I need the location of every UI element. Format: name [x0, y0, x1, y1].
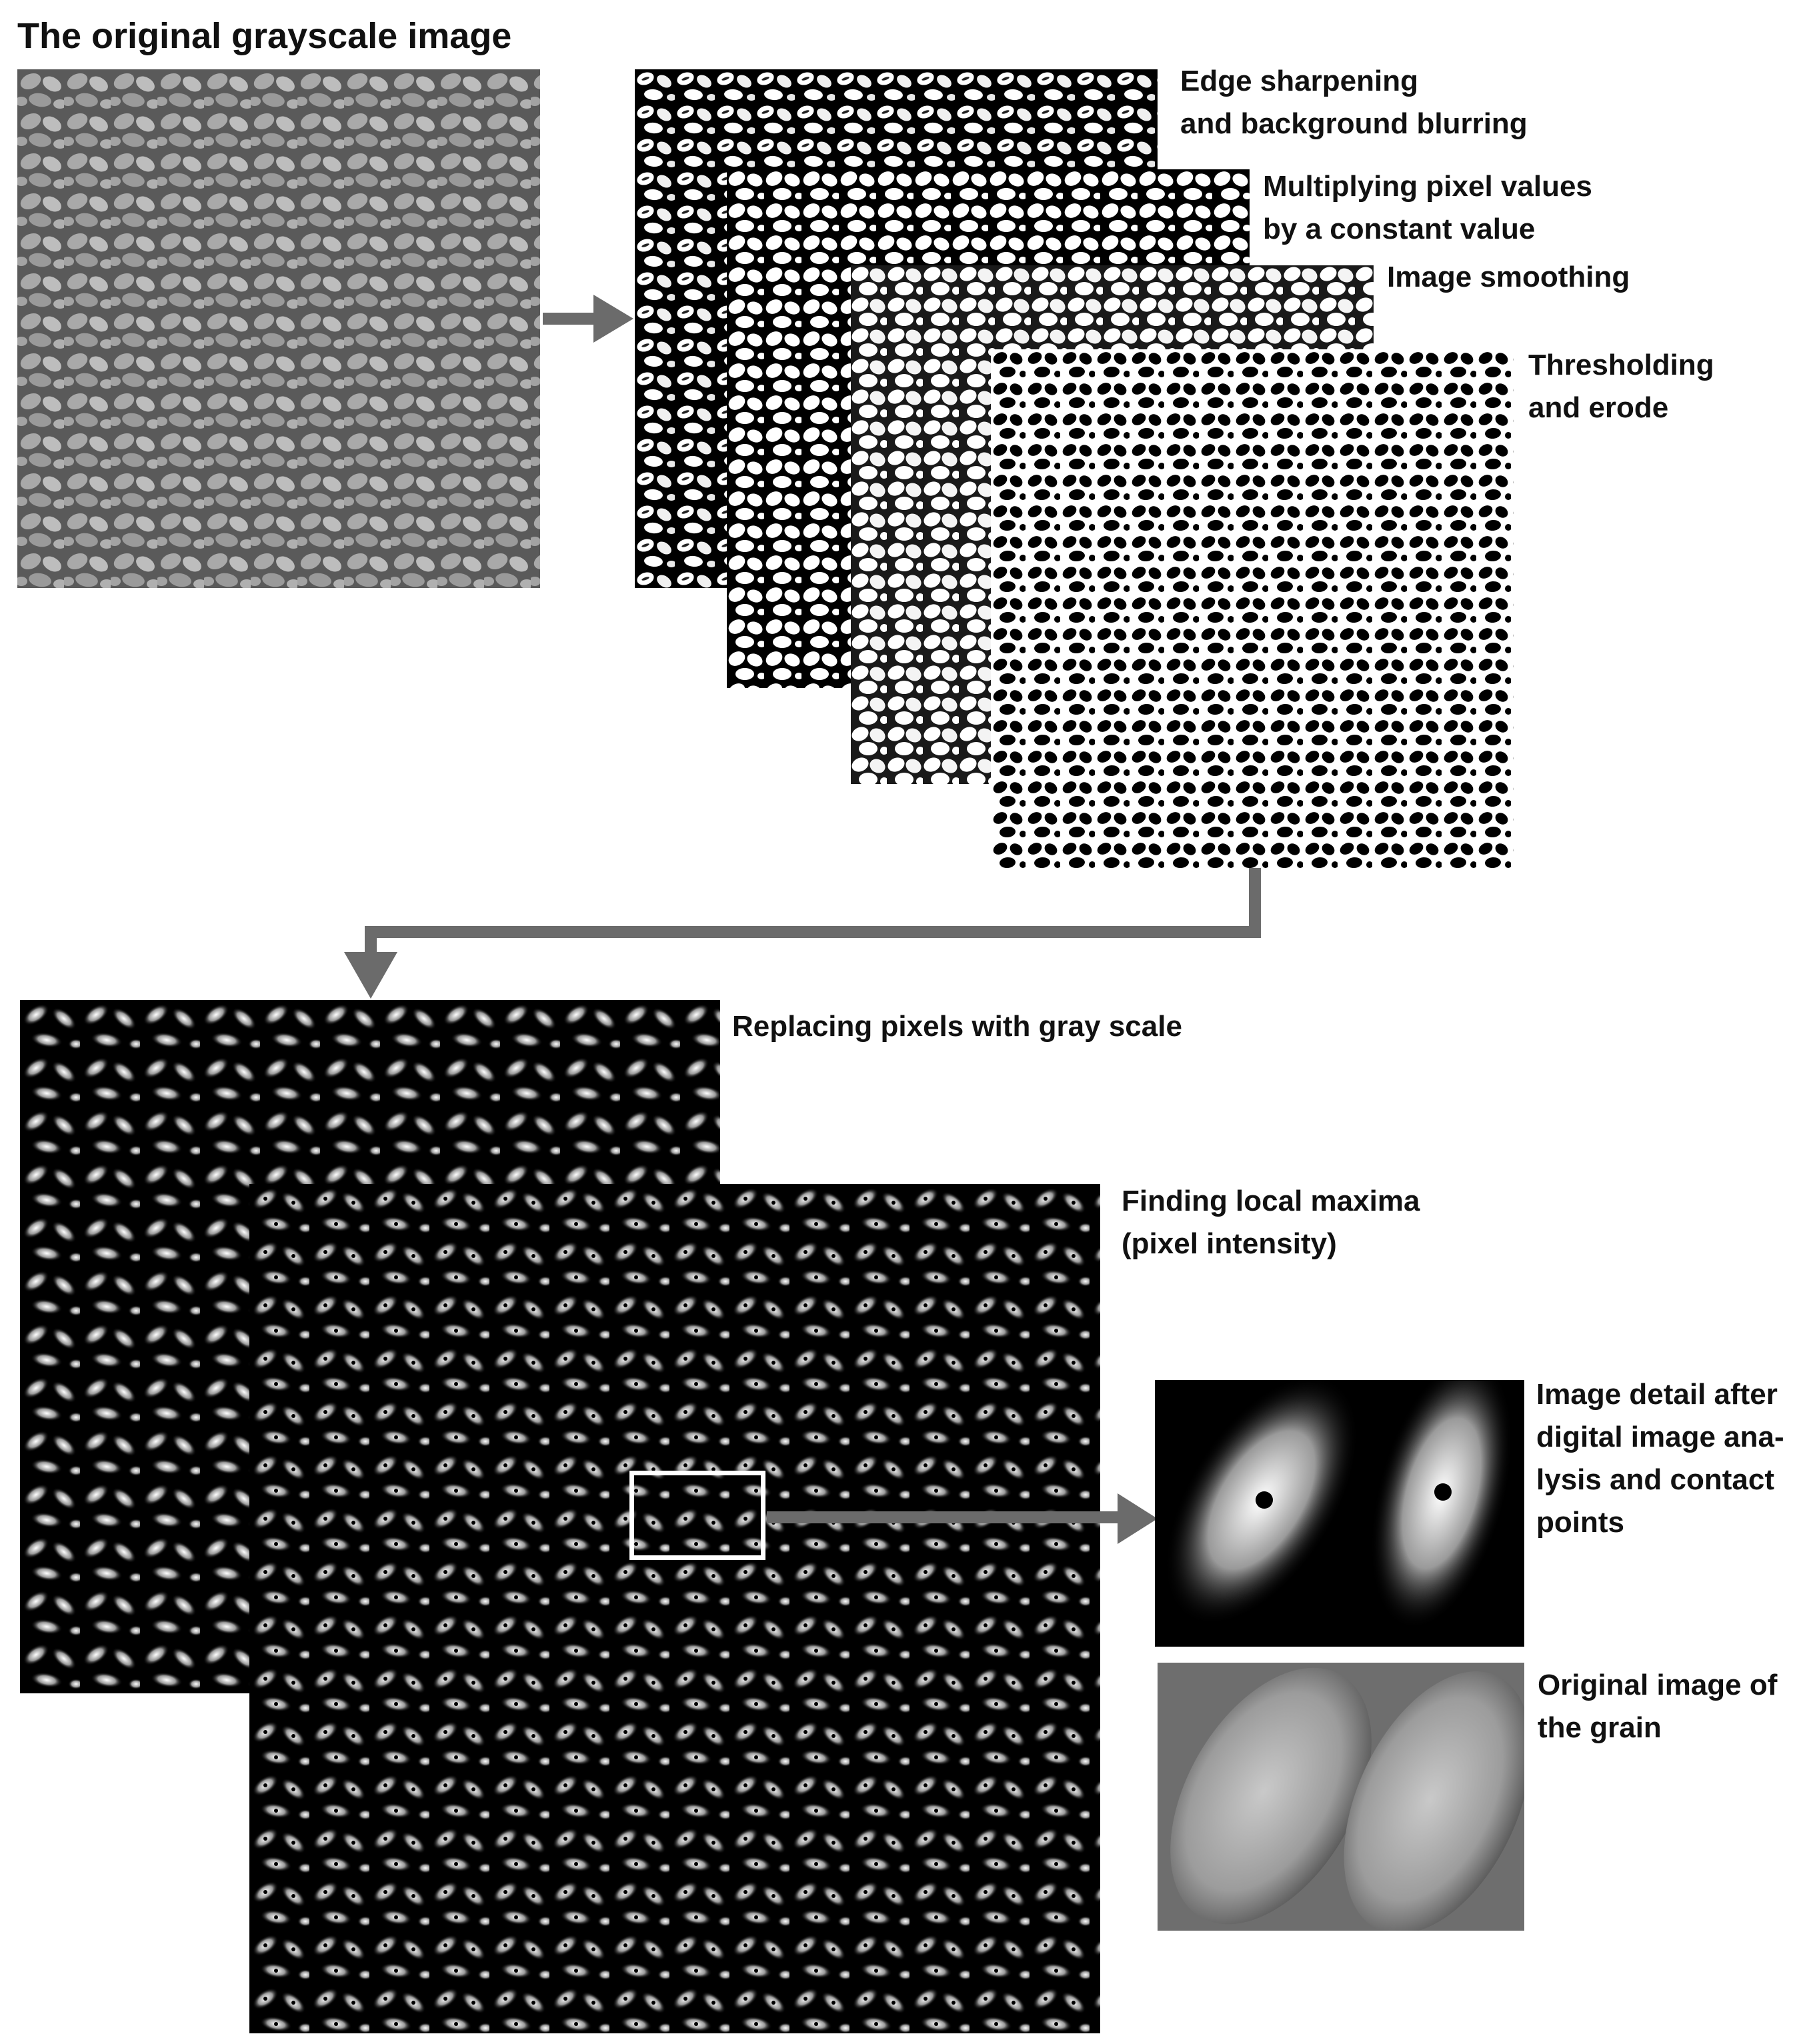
label-thresholding: Thresholding and erode — [1528, 349, 1714, 424]
detail-highlight-box — [629, 1471, 765, 1560]
label-original-grain: Original image of the grain — [1538, 1669, 1778, 1744]
label-multiplying: Multiplying pixel values by a constant v… — [1263, 170, 1592, 245]
label-image-detail: Image detail after digital image ana- ly… — [1536, 1378, 1784, 1539]
contact-point-left — [1256, 1491, 1273, 1509]
local-maxima-image — [249, 1184, 1100, 2033]
label-local-maxima: Finding local maxima (pixel intensity) — [1122, 1185, 1420, 1260]
thresholding-erode-image — [991, 349, 1514, 868]
contact-point-right — [1434, 1483, 1452, 1501]
original-grain-image — [1158, 1663, 1524, 1931]
label-edge-sharpening: Edge sharpening and background blurring — [1180, 65, 1528, 140]
image-detail-contact-points — [1155, 1380, 1524, 1647]
label-grayscale: Replacing pixels with gray scale — [732, 1010, 1182, 1043]
page-title: The original grayscale image — [17, 16, 512, 56]
original-grayscale-image — [17, 69, 540, 588]
label-image-smoothing: Image smoothing — [1387, 261, 1630, 293]
